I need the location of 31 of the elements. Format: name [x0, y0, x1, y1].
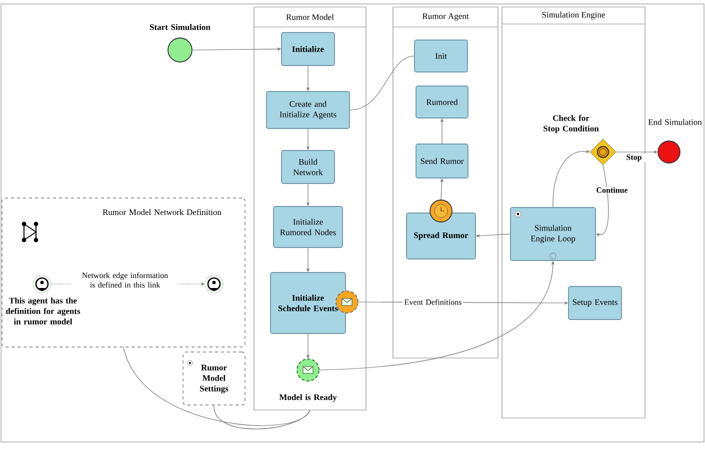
agent-icon	[204, 274, 224, 294]
connector-line	[123, 347, 310, 426]
process-box: Spread Rumor	[406, 212, 476, 260]
edge-label: Continue	[592, 186, 632, 194]
connector-line	[350, 56, 414, 110]
process-box: Initialize Rumored Nodes	[273, 206, 343, 248]
process-box: Create and Initialize Agents	[266, 91, 350, 129]
event-label: Check for Stop Condition	[544, 114, 599, 134]
event-label: This agent has the definition for agents in rumor model	[6, 298, 80, 324]
end-event	[658, 140, 680, 164]
group-box: Rumor Model Settings	[182, 352, 246, 406]
process-box: Rumored	[416, 86, 468, 118]
edge-label: Event Definitions	[402, 298, 464, 306]
gateway-diamond	[590, 138, 616, 166]
process-box: Build Network	[281, 150, 335, 184]
event-label: End Simulation	[648, 119, 702, 125]
process-box: Init	[414, 40, 468, 72]
start-event	[168, 38, 192, 62]
process-box: Send Rumor	[416, 144, 468, 178]
agent-icon	[32, 274, 52, 294]
process-box: Initialize	[281, 32, 335, 66]
process-box: Simulation Engine Loop	[510, 207, 596, 261]
process-box: Setup Events	[568, 286, 622, 320]
message-event	[296, 358, 320, 382]
edge-label: Network edge information is defined in this link	[72, 272, 178, 288]
connector-line	[214, 405, 310, 430]
timer-event	[430, 200, 452, 222]
process-box: Initialize Schedule Events	[270, 272, 346, 334]
event-label: Model is Ready	[279, 394, 337, 402]
edge-label: Stop	[622, 154, 646, 162]
event-label: Start Simulation	[150, 24, 210, 30]
